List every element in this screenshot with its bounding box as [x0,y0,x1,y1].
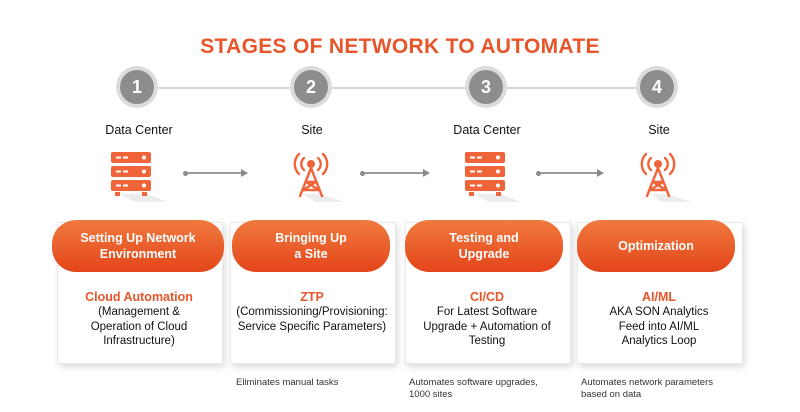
stage-heading: Bringing Up a Site [232,220,390,272]
cell-tower-icon [632,150,692,202]
stage-subtitle: Cloud Automation [85,290,193,304]
stage-note: Automates software upgrades, 1000 sites [409,377,538,400]
stage-subtitle: ZTP [300,290,324,304]
server-rack-icon [109,150,169,202]
flow-arrow [183,169,248,177]
stage-description: For Latest Software Upgrade + Automation… [423,306,551,347]
stage-location: Site [648,123,670,137]
stage-number-badge: 4 [640,70,674,104]
stage-heading: Testing and Upgrade [405,220,563,272]
stage-number-badge: 3 [469,70,503,104]
stage-number-badge: 1 [120,70,154,104]
stage-description: (Management & Operation of Cloud Infrast… [90,306,188,347]
stage-heading: Setting Up Network Environment [52,220,224,272]
stage-note: Automates network parameters based on da… [581,377,714,400]
stage-location: Site [301,123,323,137]
stage-location: Data Center [105,123,173,137]
timeline-line [140,87,655,89]
cell-tower-icon [285,150,345,202]
stage-2: 2 Site Bringing Up a Site ZTP (Commissio… [225,0,399,412]
stage-location: Data Center [453,123,521,137]
flow-arrow [536,169,604,177]
stage-subtitle: AI/ML [641,290,677,304]
stage-subtitle: CI/CD [469,290,505,304]
stage-note: Eliminates manual tasks [236,377,339,388]
stage-number-badge: 2 [294,70,328,104]
stage-3: 3 Data Center Testing and Upgrade CI/CD … [400,0,574,412]
stage-heading: Optimization [577,220,735,272]
flow-arrow [360,169,430,177]
stage-description: AKA SON Analytics Feed into AI/ML Analyt… [609,306,709,347]
page-title: STAGES OF NETWORK TO AUTOMATE [200,35,600,58]
stage-1: 1 Data Center Setting Up Network Environ… [52,0,226,412]
stage-4: 4 Site Optimization AI/ML AKA SON Analyt… [572,0,746,412]
server-rack-icon [463,150,523,202]
stage-description: (Commissioning/Provisioning: Service Spe… [236,306,388,333]
